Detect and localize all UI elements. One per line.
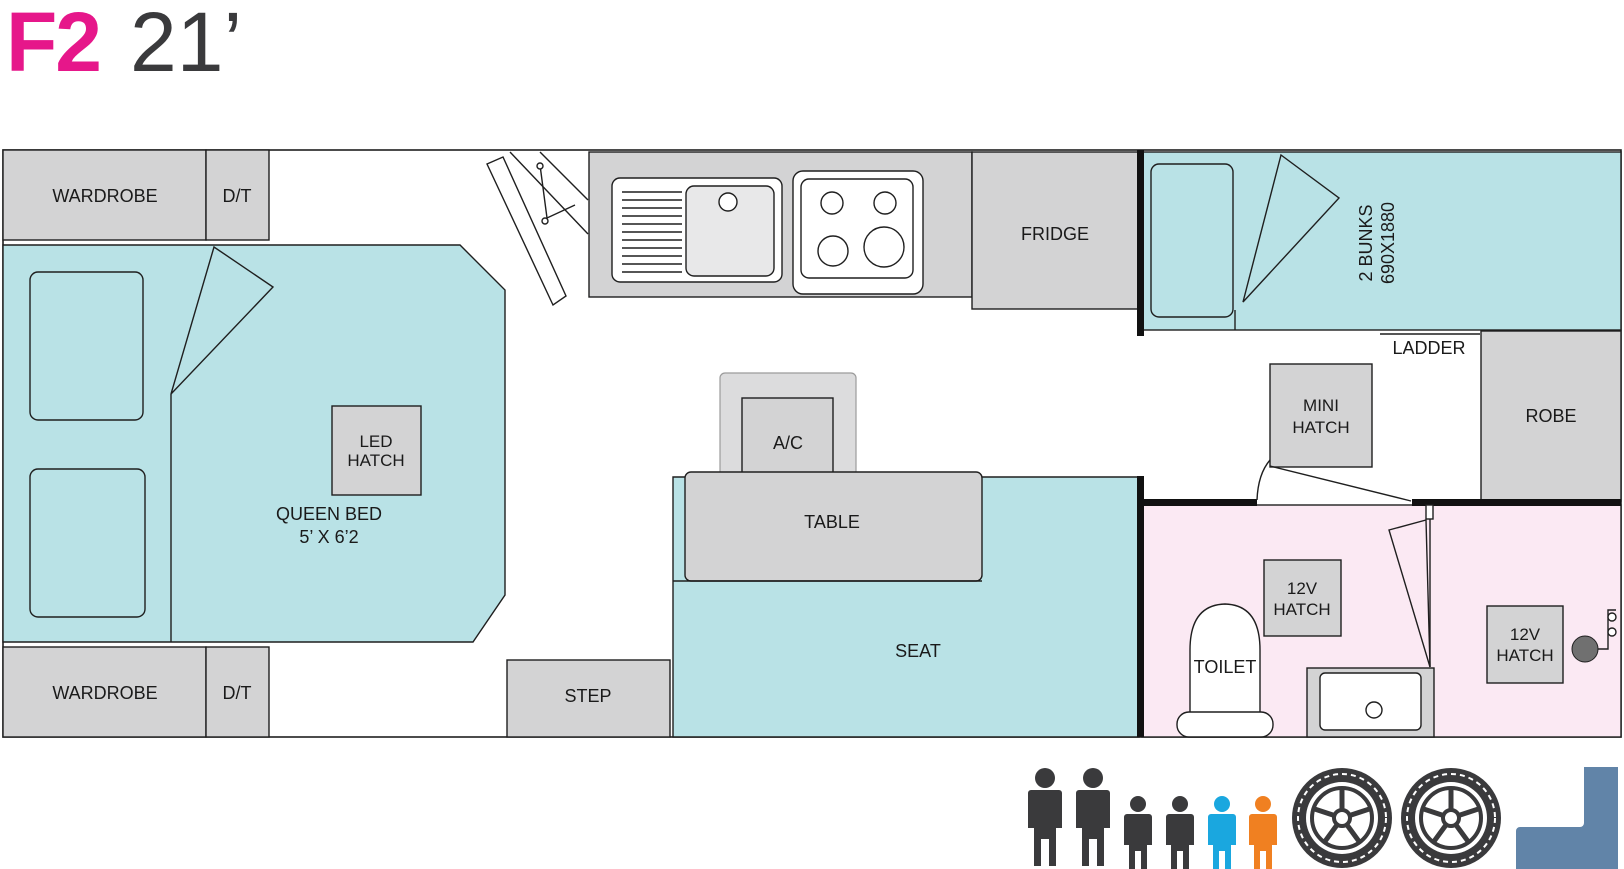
hatch-12v-b-label-1: 12V bbox=[1510, 625, 1541, 644]
toilet bbox=[1176, 603, 1274, 738]
dt-bottom-label: D/T bbox=[223, 683, 252, 703]
queen-bed-label-2: 5’ X 6’2 bbox=[299, 527, 358, 547]
bunks-label-1: 2 BUNKS bbox=[1356, 204, 1376, 281]
child-person-icon bbox=[1249, 796, 1277, 869]
led-hatch bbox=[331, 405, 422, 496]
step-label: STEP bbox=[564, 686, 611, 706]
child-person-icon bbox=[1208, 796, 1236, 869]
fridge-label: FRIDGE bbox=[1021, 224, 1089, 244]
bed-pillow-fold bbox=[170, 245, 275, 395]
wardrobe-bottom-label: WARDROBE bbox=[52, 683, 157, 703]
dt-top-label: D/T bbox=[223, 186, 252, 206]
bathroom-door bbox=[1256, 459, 1434, 668]
child-person-icon bbox=[1124, 796, 1152, 869]
vanity-drain bbox=[1365, 701, 1383, 719]
burner-medium bbox=[817, 235, 849, 267]
toilet-label: TOILET bbox=[1194, 657, 1257, 677]
wall-bathroom-top-right bbox=[1412, 499, 1621, 506]
hatch-12v-b-label-2: HATCH bbox=[1496, 646, 1553, 665]
vanity-basin bbox=[1319, 672, 1422, 731]
robe bbox=[1480, 330, 1622, 502]
led-hatch-label-1: LED bbox=[359, 432, 392, 451]
fridge bbox=[971, 151, 1140, 310]
cooktop-surface bbox=[800, 178, 914, 279]
burner-small-2 bbox=[873, 191, 897, 215]
shower-head bbox=[1571, 609, 1617, 663]
queen-bed bbox=[2, 244, 506, 643]
wall-bunk bbox=[1137, 150, 1144, 336]
floorplan-title: F2 21’ bbox=[6, 0, 242, 89]
burner-large bbox=[863, 226, 905, 268]
wheel-icon bbox=[1401, 768, 1501, 868]
model-name: F2 bbox=[6, 0, 102, 89]
mini-hatch-label-1: MINI bbox=[1303, 396, 1339, 415]
ac-label: A/C bbox=[773, 433, 803, 453]
bunk-beds bbox=[1141, 151, 1622, 331]
wheel-icon bbox=[1292, 768, 1392, 868]
sink-drain bbox=[718, 192, 738, 212]
ladder-label: LADDER bbox=[1392, 338, 1465, 358]
mini-hatch bbox=[1269, 363, 1373, 468]
wall-bathroom-left bbox=[1137, 476, 1144, 737]
hatch-12v-a bbox=[1263, 559, 1342, 637]
adult-person-icon bbox=[1028, 768, 1062, 866]
bedside-cushion-bottom bbox=[29, 468, 146, 618]
dt-top bbox=[205, 149, 270, 241]
bunk-cushion bbox=[1150, 163, 1234, 318]
hatch-12v-b bbox=[1486, 605, 1564, 684]
burner-small-1 bbox=[820, 191, 844, 215]
wardrobe-top-label: WARDROBE bbox=[52, 186, 157, 206]
wardrobe-top bbox=[2, 149, 207, 241]
robe-label: ROBE bbox=[1525, 406, 1576, 426]
wall-bathroom-top-left bbox=[1141, 499, 1257, 506]
corner-lounge-icon bbox=[1516, 767, 1618, 869]
hatch-12v-a-label-1: 12V bbox=[1287, 579, 1318, 598]
sink-basin bbox=[685, 185, 775, 277]
cooktop bbox=[792, 170, 924, 295]
bunks-label-2: 690X1880 bbox=[1378, 202, 1398, 284]
queen-bed-label-1: QUEEN BED bbox=[276, 504, 382, 524]
table-label: TABLE bbox=[804, 512, 860, 532]
hatch-12v-a-label-2: HATCH bbox=[1273, 600, 1330, 619]
led-hatch-label-2: HATCH bbox=[347, 451, 404, 470]
model-length: 21’ bbox=[130, 0, 243, 89]
mini-hatch-label-2: HATCH bbox=[1292, 418, 1349, 437]
child-person-icon bbox=[1166, 796, 1194, 869]
seat-label: SEAT bbox=[895, 641, 941, 661]
bunk-pillow-fold bbox=[1242, 153, 1341, 303]
dt-bottom bbox=[205, 646, 270, 738]
step bbox=[506, 659, 671, 738]
bedside-cushion-top bbox=[29, 271, 144, 421]
adult-person-icon bbox=[1076, 768, 1110, 866]
sink-drainer bbox=[622, 191, 682, 273]
entry-door bbox=[486, 151, 589, 307]
